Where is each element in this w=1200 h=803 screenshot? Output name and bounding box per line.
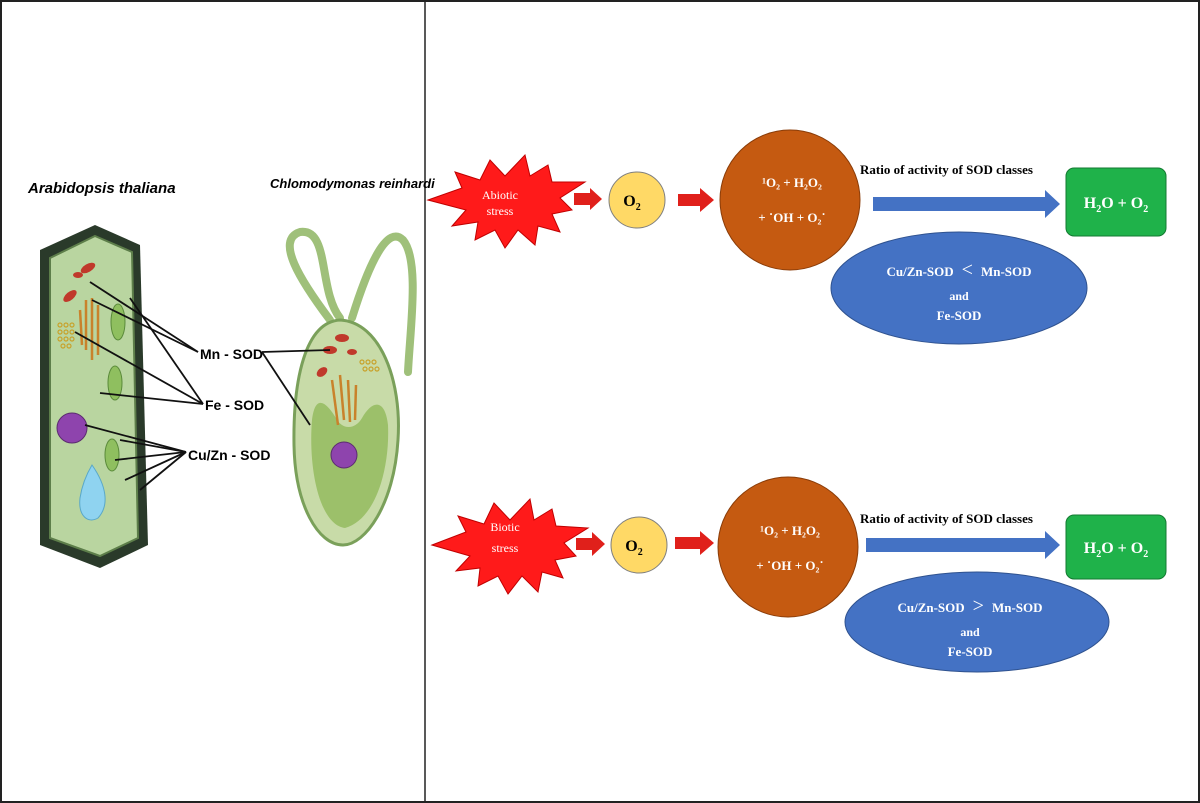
- golgi-shape: [78, 298, 100, 360]
- red-arrow: [576, 532, 605, 556]
- comparison-ellipse: [830, 231, 1088, 345]
- mitochondrion-shape: [316, 367, 328, 377]
- chloroplast-shape: [107, 365, 123, 401]
- mitochondrion-shape: [63, 290, 77, 302]
- stress-label-line2: stress: [492, 541, 519, 555]
- comparison-fe: Fe-SOD: [948, 644, 993, 659]
- ros-line1: ¹O₂ + H₂O₂: [760, 523, 820, 538]
- flagellum-shape: [348, 232, 417, 376]
- leader-lines: [74, 281, 331, 491]
- comparison-and: and: [949, 289, 969, 303]
- algal-cell-illustration: [285, 227, 417, 547]
- mn-sod-label: Mn - SOD: [200, 346, 263, 362]
- stress-label-line1: Abiotic: [482, 188, 518, 202]
- product-text: H2O + O2: [1084, 540, 1148, 560]
- mitochondrion-shape: [335, 334, 349, 342]
- product-box: [1065, 514, 1167, 580]
- red-arrow: [574, 188, 602, 210]
- fe-sod-label: Fe - SOD: [205, 397, 264, 413]
- species-alga-label: Chlomodymonas reinhardi: [270, 176, 435, 191]
- product-text: H2O + O2: [1084, 195, 1148, 215]
- left-panel: Arabidopsis thaliana Chlomodymonas reinh…: [27, 176, 435, 568]
- chloroplast-shape: [110, 303, 126, 341]
- ros-line2: + ˙OH + O₂˙: [758, 210, 825, 225]
- peroxisome-dots: [359, 359, 380, 372]
- ros-node: [719, 129, 861, 271]
- stress-label-line2: stress: [487, 204, 514, 218]
- flagellum-shape: [285, 227, 344, 324]
- ratio-label: Ratio of activity of SOD classes: [860, 162, 1033, 177]
- comparison-fe: Fe-SOD: [937, 308, 982, 323]
- biotic-stress-star: [430, 497, 590, 595]
- comparison-line: Cu/Zn-SOD<Mn-SOD: [886, 259, 1031, 281]
- oxygen-node: [608, 171, 666, 229]
- red-arrow: [675, 531, 714, 555]
- plant-cell-illustration: [40, 225, 148, 568]
- ros-line2: + ˙OH + O₂˙: [756, 558, 823, 573]
- oxygen-node: [610, 516, 668, 574]
- flow-biotic: Biotic stress O2 ¹O₂ + H₂O₂ + ˙OH + O₂˙ …: [430, 476, 1167, 673]
- mitochondrion-shape: [347, 349, 357, 355]
- ratio-label: Ratio of activity of SOD classes: [860, 511, 1033, 526]
- mitochondrion-shape: [73, 272, 83, 278]
- vacuole-shape: [79, 464, 106, 521]
- nucleus-shape: [56, 412, 88, 444]
- comparison-line: Cu/Zn-SOD>Mn-SOD: [897, 595, 1042, 617]
- red-arrow: [678, 188, 714, 212]
- oxygen-text: O2: [625, 538, 642, 558]
- stress-label-line1: Biotic: [490, 520, 519, 534]
- comparison-ellipse: [844, 571, 1110, 673]
- flow-abiotic: Abiotic stress O2 ¹O₂ + H₂O₂ + ˙OH + O₂˙…: [426, 129, 1167, 345]
- peroxisome-dots: [57, 322, 75, 349]
- product-box: [1065, 167, 1167, 237]
- abiotic-stress-star: [426, 153, 587, 249]
- blue-arrow: [873, 190, 1060, 218]
- mitochondrion-shape: [80, 262, 96, 274]
- ros-line1: ¹O₂ + H₂O₂: [762, 175, 822, 190]
- cuzn-sod-label: Cu/Zn - SOD: [188, 447, 270, 463]
- chloroplast-shape: [104, 438, 120, 472]
- oxygen-text: O2: [623, 193, 640, 213]
- comparison-and: and: [960, 625, 980, 639]
- nucleus-shape: [330, 441, 358, 469]
- golgi-shape: [330, 374, 358, 426]
- ros-node: [717, 476, 859, 618]
- species-plant-label: Arabidopsis thaliana: [27, 180, 176, 197]
- blue-arrow: [866, 531, 1060, 559]
